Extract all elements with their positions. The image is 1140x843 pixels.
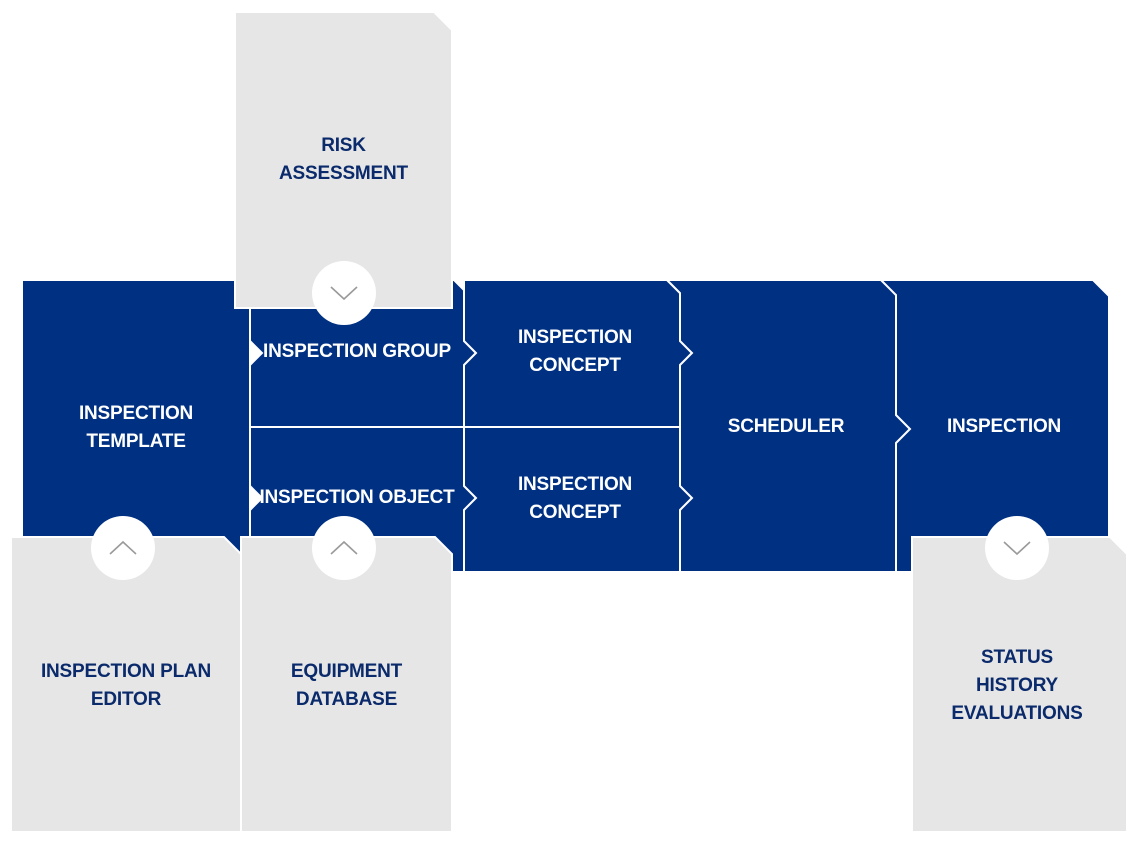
- equipment-database-toggle-button[interactable]: [312, 516, 376, 580]
- inspection-plan-editor-label: INSPECTION PLAN EDITOR: [40, 661, 212, 710]
- inspection-plan-editor-toggle-button[interactable]: [91, 516, 155, 580]
- status-history-evaluations-card[interactable]: [911, 536, 1128, 833]
- inspection-group-label: INSPECTION GROUP: [263, 341, 451, 362]
- equipment-database-card[interactable]: [240, 536, 453, 833]
- inspection-concept-bottom-label: INSPECTION CONCEPT: [517, 474, 633, 523]
- risk-assessment-card[interactable]: [234, 11, 453, 309]
- chevron-up-icon: [109, 540, 137, 555]
- chevron-down-icon: [1003, 541, 1031, 556]
- inspection-object-label: INSPECTION OBJECT: [259, 487, 455, 508]
- equipment-database-label: EQUIPMENT DATABASE: [290, 661, 403, 710]
- inspection-concept-top-label: INSPECTION CONCEPT: [517, 327, 633, 376]
- risk-assessment-toggle-button[interactable]: [312, 261, 376, 325]
- chevron-down-icon: [330, 286, 358, 301]
- inspection-block[interactable]: [878, 279, 1110, 573]
- scheduler-label: SCHEDULER: [727, 416, 845, 437]
- status-history-evaluations-toggle-button[interactable]: [985, 516, 1049, 580]
- inspection-label: INSPECTION: [946, 416, 1062, 437]
- inspection-template-label: INSPECTION TEMPLATE: [78, 403, 194, 452]
- chevron-up-icon: [330, 540, 358, 555]
- risk-assessment-label: RISK ASSESSMENT: [279, 135, 408, 184]
- status-history-evaluations-label: STATUS HISTORY EVALUATIONS: [951, 647, 1083, 724]
